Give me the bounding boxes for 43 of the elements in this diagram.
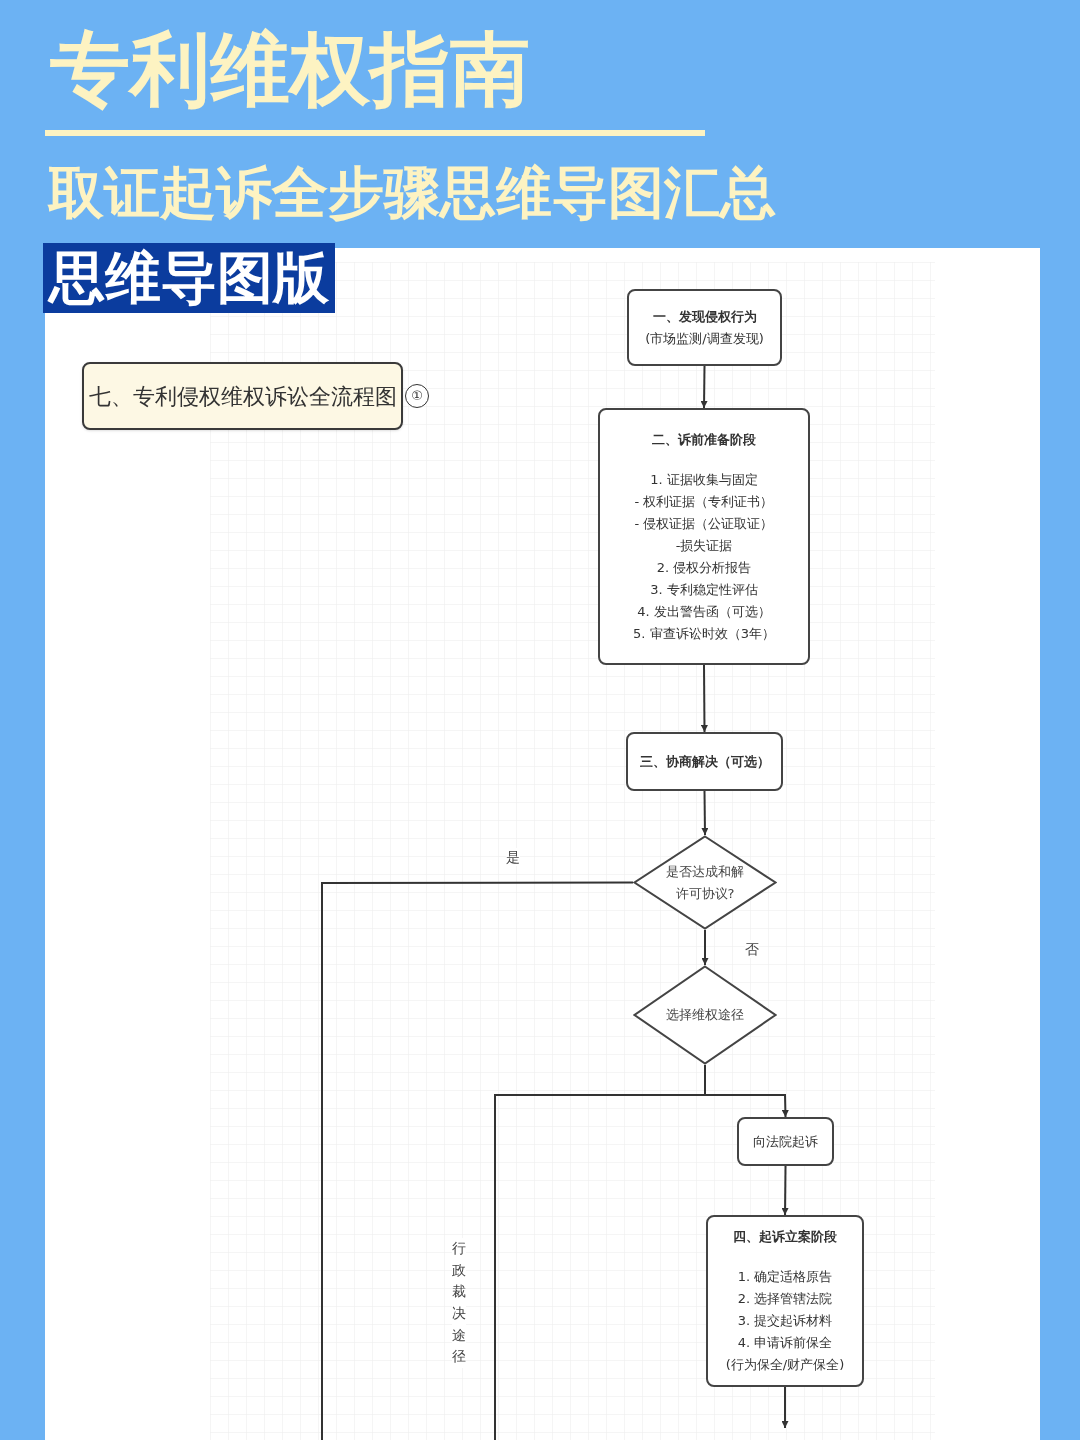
- box-text: 3. 提交起诉材料: [737, 1312, 833, 1330]
- box-text: 2. 选择管辖法院: [737, 1290, 833, 1308]
- box-text: 向法院起诉: [753, 1132, 818, 1151]
- process-box: [626, 732, 783, 791]
- process-box: [737, 1117, 834, 1166]
- arrow: [700, 664, 708, 733]
- decision-diamond: [633, 965, 777, 1065]
- process-box: [706, 1215, 864, 1387]
- subtitle: 取证起诉全步骤思维导图汇总: [48, 159, 776, 227]
- arrow: [701, 790, 709, 836]
- box-title: 二、诉前准备阶段: [652, 430, 756, 449]
- box-text: 4. 申请诉前保全: [737, 1334, 833, 1352]
- decision-text: 是否达成和解许可协议?: [666, 862, 744, 903]
- edge-label: 否: [745, 940, 759, 958]
- box-text: 5. 审查诉讼时效（3年）: [633, 624, 775, 643]
- process-box: [627, 289, 782, 366]
- box-title: 四、起诉立案阶段: [733, 1228, 837, 1246]
- box-text: -损失证据: [675, 536, 733, 555]
- decision-diamond: [633, 835, 777, 930]
- edge-label: 行政裁决途径: [452, 1238, 466, 1369]
- box-text: (市场监测/调查发现): [645, 329, 764, 348]
- version-badge: 思维导图版: [43, 243, 335, 313]
- box-text: 1. 证据收集与固定: [650, 470, 758, 489]
- topic-text: 七、专利侵权维权诉讼全流程图: [88, 382, 397, 411]
- arrow: [781, 1165, 789, 1216]
- box-text: 2. 侵权分析报告: [656, 558, 752, 577]
- box-text: (行为保全/财产保全): [725, 1356, 845, 1374]
- box-text: 三、协商解决（可选）: [639, 752, 770, 771]
- process-box: [598, 408, 810, 665]
- box-text: 1. 确定适格原告: [737, 1268, 833, 1286]
- box-text: - 权利证据（专利证书）: [634, 492, 774, 511]
- box-text: 3. 专利稳定性评估: [650, 580, 758, 599]
- topic-box: [82, 362, 403, 430]
- box-text: 4. 发出警告函（可选）: [637, 602, 771, 621]
- connector-line: [321, 881, 634, 1440]
- page-title: 专利维权指南: [50, 22, 530, 118]
- arrow: [781, 1386, 789, 1429]
- arrow: [700, 365, 708, 409]
- arrow: [701, 929, 709, 966]
- edge-label: 是: [506, 848, 520, 866]
- decision-text: 选择维权途径: [666, 1006, 744, 1024]
- box-text: - 侵权证据（公证取证）: [634, 514, 774, 533]
- box-title: 一、发现侵权行为: [652, 307, 757, 326]
